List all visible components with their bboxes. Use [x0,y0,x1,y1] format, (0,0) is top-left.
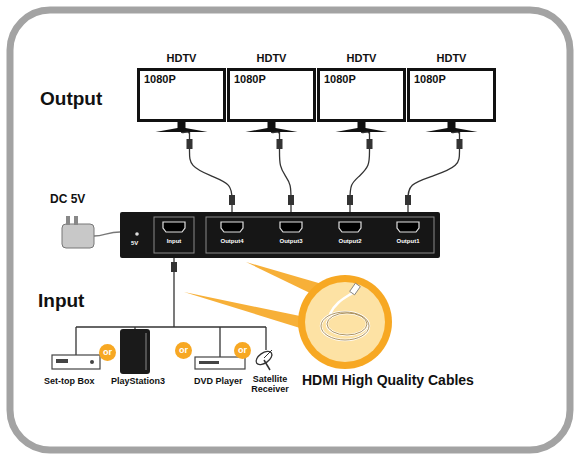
splitter-panels [120,212,440,258]
or-label: or [179,346,188,355]
cable-callout [298,275,392,369]
resolution-label: 1080P [324,73,399,85]
hdmi-socket [271,220,311,236]
section-label: Output [40,88,102,110]
port-label: Output1 [388,238,428,244]
monitor-stand [246,122,298,132]
port-label: Input [156,238,192,244]
hdmi-plug [367,139,373,149]
power-adapter [62,216,120,248]
hdmi-plug [187,139,193,149]
monitor-stand [336,122,388,132]
power-jack-label: 5V [131,240,138,246]
playstation3-icon [120,329,150,374]
hdmi-port: Output4 [212,214,252,254]
or-label: or [238,346,247,355]
hdtv-monitor: HDTV1080P [227,68,316,122]
port-label: Output2 [330,238,370,244]
hdmi-plug [347,195,353,205]
device-label: PlayStation3 [111,376,165,386]
set-top-box-icon [52,355,100,369]
hdtv-monitor: HDTV1080P [137,68,226,122]
frame [10,10,570,450]
or-label: or [103,348,112,357]
hdmi-port: Output2 [330,214,370,254]
monitor-heading: HDTV [410,52,493,64]
or-badge: or [234,342,251,359]
hdmi-port: Input [156,214,192,254]
device-label: DVD Player [194,376,243,386]
hdmi-plug [229,195,235,205]
port-label: Output4 [212,238,252,244]
cable-caption: HDMI High Quality Cables [302,372,474,388]
dvd-player-icon [195,357,245,369]
hdmi-socket [156,220,192,236]
hdtv-monitor: HDTV1080P [317,68,406,122]
resolution-label: 1080P [144,73,219,85]
monitor-heading: HDTV [140,52,223,64]
monitor-stand [426,122,478,132]
hdmi-cable [190,132,233,214]
hdmi-cable [408,132,460,214]
hdmi-port: Output3 [271,214,311,254]
monitor-stand [156,122,208,132]
hdmi-plug [405,195,411,205]
or-badge: or [99,344,116,361]
port-label: Output3 [271,238,311,244]
hdmi-port: Output1 [388,214,428,254]
hdtv-monitor: HDTV1080P [407,68,496,122]
hdmi-splitter: 5V Input Output4 Output3 Output2 Output1 [120,212,440,258]
hdmi-plug [288,195,294,205]
satellite-dish-icon [254,349,274,370]
cable-stub [182,132,190,134]
monitor-heading: HDTV [230,52,313,64]
power-label: DC 5V [50,193,85,207]
hdmi-plug [277,139,283,149]
monitor-heading: HDTV [320,52,403,64]
resolution-label: 1080P [234,73,309,85]
cable-stub [272,132,280,134]
or-badge: or [175,342,192,359]
cable-stub [452,132,460,134]
hdmi-socket [212,220,252,236]
device-label: Satellite Receiver [246,374,294,395]
hdmi-plug [171,262,177,272]
cable-stub [362,132,370,134]
section-label: Input [38,290,84,312]
device-label: Set-top Box [44,376,95,386]
hdmi-plug [457,139,463,149]
hdmi-socket [388,220,428,236]
resolution-label: 1080P [414,73,489,85]
hdmi-socket [330,220,370,236]
